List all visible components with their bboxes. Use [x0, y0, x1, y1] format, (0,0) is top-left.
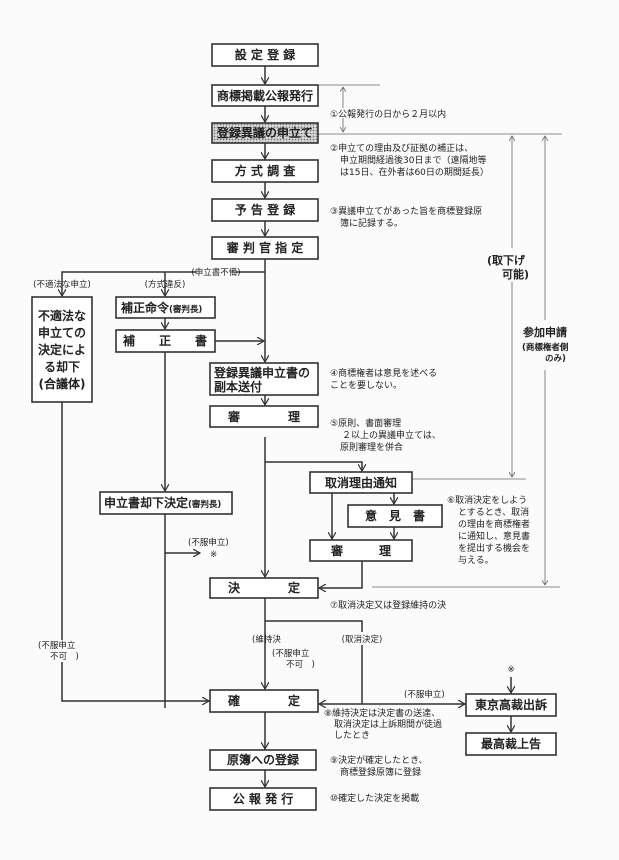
note-6: ⑥取消決定をしようとするとき、取消の理由を商標権者に通知し、意見書を提出する機会… — [447, 494, 530, 566]
box-kakutei: 確 定 — [209, 689, 319, 713]
box-label: 予 告 登 録 — [235, 202, 297, 217]
box-label: 補正命令(審判長) — [120, 300, 202, 315]
label-sanka-sub: (商標権者側のみ) — [522, 342, 569, 364]
box-settei-toroku: 設 定 登 録 — [211, 43, 319, 67]
box-label: 取消理由通知 — [325, 475, 397, 490]
label-asterisk-2: ※ — [507, 665, 514, 675]
box-label: 設 定 登 録 — [235, 47, 297, 62]
box-label: 登録異議申立書の副本送付 — [213, 365, 310, 394]
note-4: ④商標権者は意見を述べることを要しない。 — [330, 367, 437, 391]
label-fufuku-2: (不服申立) — [404, 689, 445, 700]
box-saikosai: 最高裁上告 — [465, 732, 557, 756]
box-tokyo-kosai: 東京高裁出訴 — [465, 693, 557, 717]
box-futekiho-kyakka: 不適法な申立ての決定による却下(合議体) — [31, 296, 93, 403]
box-label: 意 見 書 — [365, 508, 425, 523]
box-label: 審 理 — [227, 409, 300, 424]
label-sanka: 参加申請 — [523, 325, 567, 339]
label-torisage: (取下げ可能) — [487, 253, 529, 281]
notes: ①公報発行の日から２月以内 ②申立ての理由及び証拠の補正は、申立期間経過後30日… — [324, 108, 530, 804]
box-koho-hakko-2: 公 報 発 行 — [209, 787, 317, 811]
box-label: 東京高裁出訴 — [475, 697, 547, 712]
box-shinpankan-shitei: 審 判 官 指 定 — [211, 236, 319, 260]
box-label: 最高裁上告 — [481, 736, 541, 751]
label-iji: (維持決 — [252, 634, 281, 645]
label-fufuku-fuka-left: (不服申立不可 ) — [38, 640, 79, 662]
box-shinri: 審 理 — [209, 405, 319, 428]
box-shinri-2: 審 理 — [309, 539, 413, 562]
note-9: ⑨決定が確定したとき、商標登録原簿に登録 — [330, 754, 427, 778]
note-10: ⑩確定した決定を掲載 — [330, 792, 419, 804]
connectors — [62, 66, 511, 787]
box-hoshiki-chosa: 方 式 調 査 — [211, 159, 319, 183]
box-label: 公 報 発 行 — [233, 791, 294, 806]
box-fukuhon-sofu: 登録異議申立書の副本送付 — [209, 362, 319, 396]
label-fufuku-fuka-mid: (不服申立不可 ) — [272, 648, 315, 670]
label-fufuku: (不服申立) — [188, 537, 229, 548]
box-igi-moshitate: 登録異議の申立て — [211, 122, 319, 144]
box-label: 補 正 書 — [122, 333, 207, 348]
note-7: ⑦取消決定又は登録維持の決 — [330, 599, 446, 611]
note-2: ②申立ての理由及び証拠の補正は、申立期間経過後30日まで（遠隔地等は15日、在外… — [330, 142, 489, 178]
box-torikeshi-riyu-tsuchi: 取消理由通知 — [309, 471, 413, 494]
timeline-lines — [318, 84, 562, 588]
box-label: 確 定 — [228, 693, 300, 708]
box-kyakka-kettei: 申立書却下決定(審判長) — [99, 491, 233, 515]
note-1: ①公報発行の日から２月以内 — [330, 108, 446, 120]
label-torikeshi-kettei: (取消決定) — [342, 634, 383, 645]
branch-labels: (申立書不備) (不適法な申立) (方式違反) (不服申立) ※ (不服申立不可… — [33, 253, 569, 700]
box-label: 審 判 官 指 定 — [226, 240, 304, 255]
box-label: 方 式 調 査 — [235, 163, 297, 178]
label-futekiho: (不適法な申立) — [33, 279, 91, 290]
box-label: 原簿への登録 — [227, 752, 300, 767]
box-hoseisho: 補 正 書 — [115, 329, 216, 353]
box-yokoku-toroku: 予 告 登 録 — [211, 198, 319, 222]
box-genbo-toroku: 原簿への登録 — [209, 749, 317, 771]
box-hosei-meirei: 補正命令(審判長) — [115, 296, 216, 319]
box-label: 申立書却下決定(審判長) — [104, 495, 221, 510]
label-fubi: (申立書不備) — [191, 267, 240, 278]
box-label: 商標掲載公報発行 — [217, 88, 313, 103]
box-label: 登録異議の申立て — [216, 125, 313, 140]
note-5: ⑤原則、書面審理２以上の異議申立ては、原則審理を併合 — [330, 417, 441, 453]
box-koho-hakko: 商標掲載公報発行 — [211, 84, 319, 107]
box-ikensho: 意 見 書 — [347, 504, 443, 528]
box-kettei: 決 定 — [209, 577, 319, 599]
note-8: ⑧維持決定は決定書の送達、取消決定は上訴期間が徒過したとき — [324, 707, 442, 741]
label-asterisk: ※ — [210, 550, 217, 560]
box-label: 不適法な申立ての決定による却下(合議体) — [38, 308, 86, 391]
box-label: 決 定 — [228, 580, 300, 595]
box-label: 審 理 — [330, 543, 391, 558]
label-hoshiki-ihan: (方式違反) — [145, 279, 186, 290]
note-3: ③異議申立てがあった旨を商標登録原簿に記録する。 — [330, 205, 482, 229]
